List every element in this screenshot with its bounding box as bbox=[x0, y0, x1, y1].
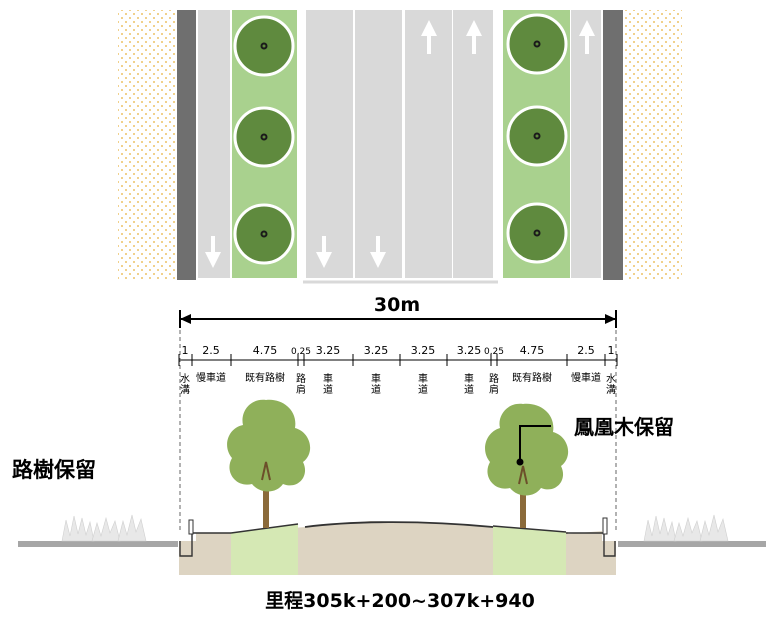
dim-value: 0.25 bbox=[484, 347, 504, 357]
dim-value: 4.75 bbox=[520, 344, 545, 357]
plan-view bbox=[118, 10, 682, 284]
zone-label: 慢車道 bbox=[196, 371, 226, 384]
curb-section-right bbox=[566, 532, 616, 557]
road-surface bbox=[304, 521, 494, 528]
curb-left bbox=[177, 10, 196, 280]
sidewalk-left bbox=[118, 10, 177, 280]
arrow-up-icon bbox=[421, 20, 437, 54]
dim-value: 2.5 bbox=[202, 344, 220, 357]
zone-label: 車道 bbox=[418, 372, 428, 396]
curb-section-left bbox=[179, 532, 231, 557]
extension-lines bbox=[179, 330, 617, 532]
tree-icon bbox=[233, 15, 295, 77]
zone-label: 水溝 bbox=[180, 373, 190, 396]
dim-value: 1 bbox=[608, 344, 615, 357]
cross-section bbox=[18, 514, 766, 575]
zone-label: 車道 bbox=[323, 372, 333, 396]
sidewalk-right bbox=[622, 10, 682, 280]
lane-2 bbox=[355, 10, 402, 278]
curb-right bbox=[603, 10, 623, 280]
dim-value: 3.25 bbox=[316, 344, 341, 357]
tree-icon bbox=[506, 202, 568, 264]
lane-3 bbox=[405, 10, 452, 278]
arrow-down-icon bbox=[205, 236, 221, 268]
zone-labels: 水溝 慢車道 既有路樹 路肩 車道 車道 車道 車道 路肩 既有路樹 慢車道 水… bbox=[180, 371, 616, 396]
tree-icon bbox=[233, 106, 295, 168]
dim-value: 3.25 bbox=[364, 344, 389, 357]
lane-1 bbox=[306, 10, 353, 278]
slow-lane-right bbox=[571, 10, 601, 278]
dim-value: 4.75 bbox=[253, 344, 278, 357]
segment-dimension-line bbox=[178, 354, 618, 366]
tree-icon bbox=[506, 13, 568, 75]
zone-label: 車道 bbox=[464, 372, 474, 396]
tree-icon bbox=[227, 399, 311, 528]
total-width-dimension: 30m bbox=[179, 294, 617, 328]
zone-label: 水溝 bbox=[606, 373, 616, 396]
grass-icon bbox=[61, 514, 147, 542]
arrow-down-icon bbox=[316, 236, 332, 268]
slow-lane-left bbox=[198, 10, 230, 278]
total-width-label: 30m bbox=[374, 294, 420, 316]
zone-label: 路肩 bbox=[296, 372, 306, 396]
zone-label: 既有路樹 bbox=[245, 371, 285, 384]
label-left: 路樹保留 bbox=[12, 458, 96, 482]
zone-label: 路肩 bbox=[489, 372, 499, 396]
grass-icon bbox=[643, 514, 729, 542]
median-section-left bbox=[231, 524, 298, 575]
arrow-down-icon bbox=[370, 236, 386, 268]
dim-value: 2.5 bbox=[577, 344, 595, 357]
median-section-right bbox=[493, 526, 566, 575]
dimension-values: 1 2.5 4.75 0.25 3.25 3.25 3.25 3.25 0.25… bbox=[182, 344, 615, 357]
ground-left bbox=[18, 541, 178, 547]
tree-icon bbox=[485, 403, 569, 528]
zone-label: 車道 bbox=[371, 372, 381, 396]
label-right: 鳳凰木保留 bbox=[574, 415, 674, 439]
tree-icon bbox=[506, 105, 568, 167]
dim-value: 0.25 bbox=[291, 347, 311, 357]
dim-value: 3.25 bbox=[411, 344, 436, 357]
arrow-up-icon bbox=[579, 20, 595, 54]
dim-value: 3.25 bbox=[457, 344, 482, 357]
tree-icon bbox=[233, 203, 295, 265]
ground-right bbox=[618, 541, 766, 547]
zone-label: 慢車道 bbox=[571, 371, 601, 384]
zone-label: 既有路樹 bbox=[512, 371, 552, 384]
lane-4 bbox=[453, 10, 493, 278]
dim-value: 1 bbox=[182, 344, 189, 357]
tree-callout bbox=[516, 425, 551, 466]
arrow-up-icon bbox=[466, 20, 482, 54]
mileage-label: 里程305k+200~307k+940 bbox=[265, 590, 535, 612]
